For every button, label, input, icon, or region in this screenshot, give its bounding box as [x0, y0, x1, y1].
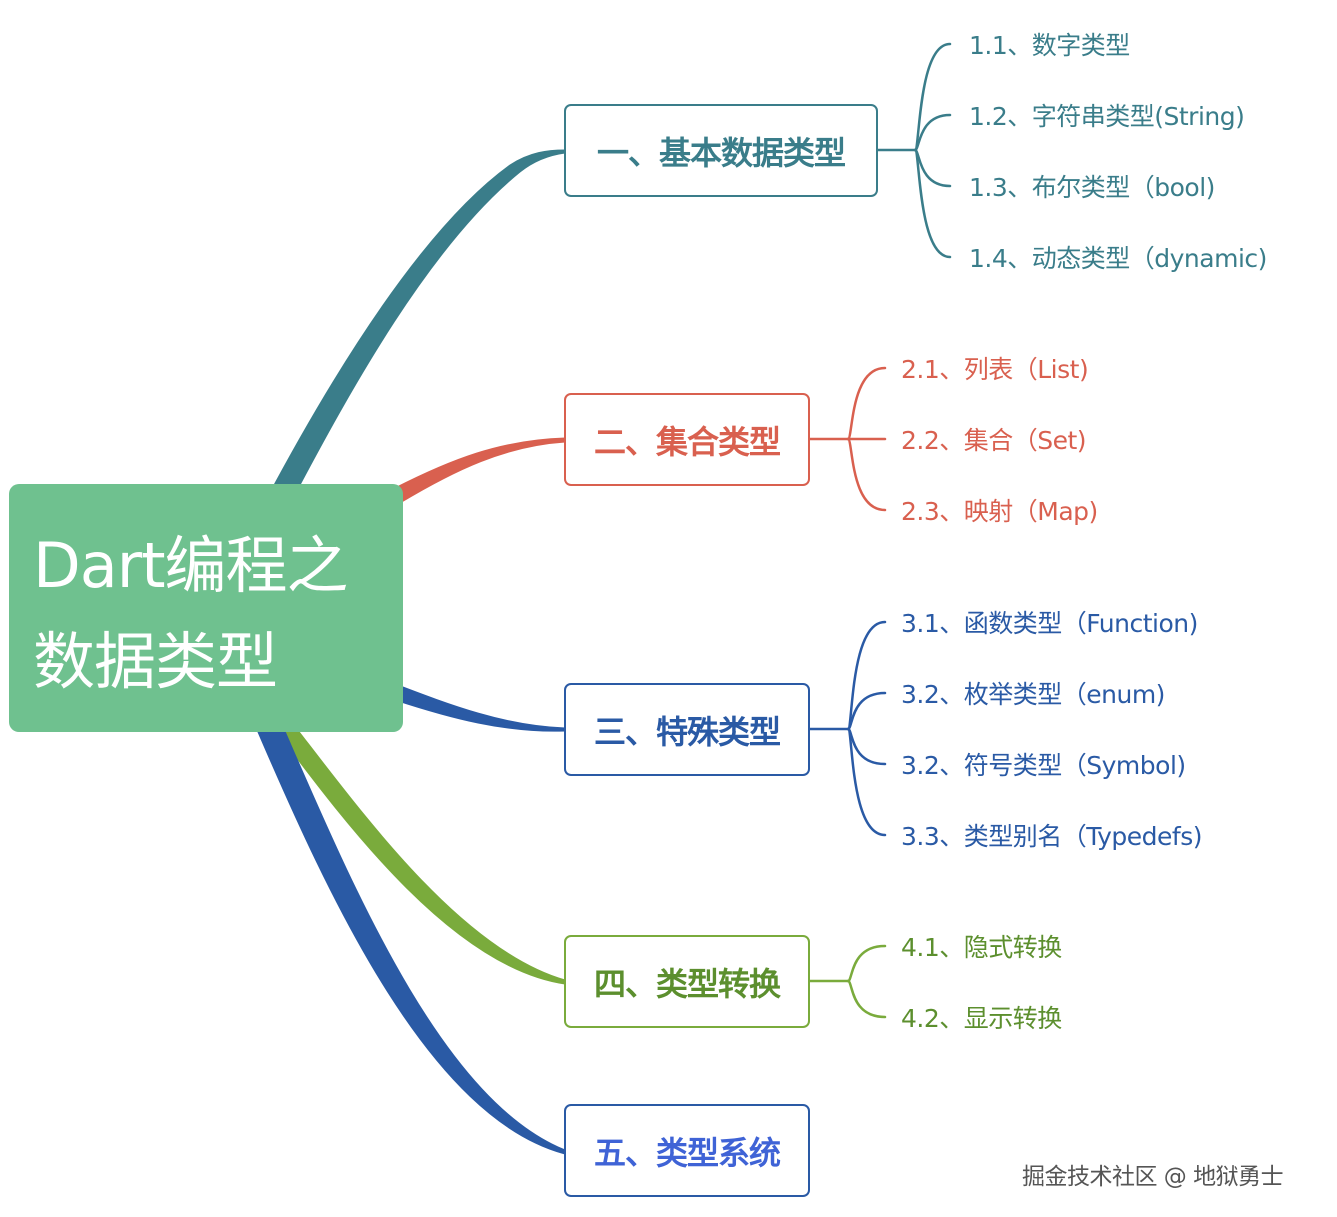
- sub-connector-4-2: [846, 979, 887, 1019]
- branch-label: 一、基本数据类型: [596, 133, 846, 172]
- branch-node-type-conversion: 四、类型转换: [564, 935, 810, 1028]
- leaf-3-3: 3.2、符号类型（Symbol): [901, 751, 1186, 780]
- sub-connector-2-1: [846, 366, 887, 441]
- branch-label: 四、类型转换: [593, 964, 781, 1003]
- root-title-line-1: Dart编程之: [33, 529, 349, 602]
- leaf-4-1: 4.1、隐式转换: [901, 933, 1062, 962]
- sub-connector-3-2: [846, 691, 887, 731]
- sub-connector-1-1: [913, 42, 952, 152]
- sub-connector-4-1: [846, 944, 887, 983]
- branch-label: 三、特殊类型: [593, 712, 781, 751]
- branch-node-basic-types: 一、基本数据类型: [564, 104, 878, 197]
- main-connector-5: [254, 719, 566, 1155]
- branch-label: 二、集合类型: [593, 422, 781, 461]
- leaf-1-4: 1.4、动态类型（dynamic): [969, 244, 1267, 273]
- sub-connector-1-2: [913, 113, 952, 152]
- leaf-3-2: 3.2、枚举类型（enum): [901, 680, 1165, 709]
- leaf-3-1: 3.1、函数类型（Function): [901, 609, 1198, 638]
- branch-node-type-system: 五、类型系统: [564, 1104, 810, 1197]
- leaf-4-2: 4.2、显示转换: [901, 1004, 1062, 1033]
- sub-connector-2-3: [846, 437, 887, 512]
- leaf-2-2: 2.2、集合（Set): [901, 426, 1087, 455]
- watermark: 掘金技术社区 @ 地狱勇士: [1022, 1164, 1284, 1190]
- leaf-1-3: 1.3、布尔类型（bool): [969, 173, 1215, 202]
- leaf-1-1: 1.1、数字类型: [969, 31, 1130, 60]
- branch-label: 五、类型系统: [593, 1133, 781, 1172]
- root-node: Dart编程之 数据类型: [9, 484, 403, 732]
- leaf-2-1: 2.1、列表（List): [901, 355, 1089, 384]
- leaf-3-4: 3.3、类型别名（Typedefs): [901, 822, 1203, 851]
- branch-node-special-types: 三、特殊类型: [564, 683, 810, 776]
- main-connector-3: [394, 683, 566, 732]
- root-title-line-2: 数据类型: [33, 625, 278, 698]
- leaf-2-3: 2.3、映射（Map): [901, 497, 1098, 526]
- sub-connector-3-4: [846, 727, 887, 837]
- leaf-1-2: 1.2、字符串类型(String): [969, 102, 1245, 131]
- main-connector-2: [394, 437, 566, 504]
- branch-node-collection-types: 二、集合类型: [564, 393, 810, 486]
- sub-connector-1-4: [913, 148, 952, 259]
